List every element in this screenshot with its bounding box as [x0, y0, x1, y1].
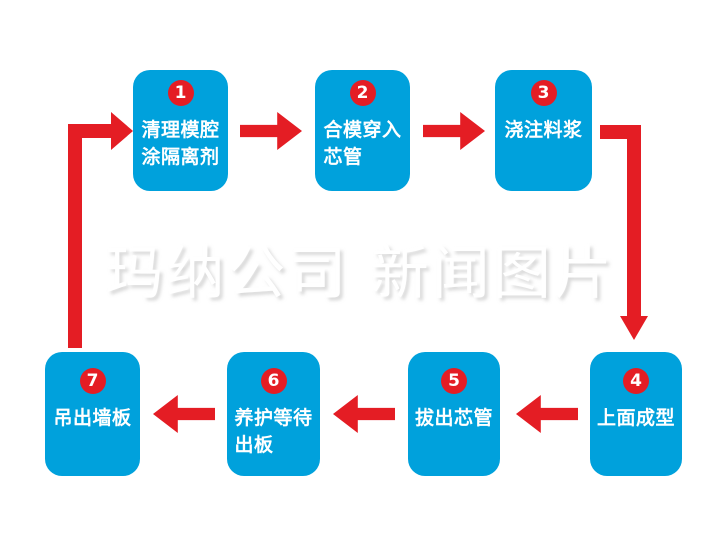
step-label-3-line-1: 浇注料浆 [504, 119, 583, 141]
step-label-6: 养护等待 出板 [234, 405, 312, 459]
step-label-2: 合模穿入 芯管 [323, 117, 401, 171]
arrow-step7-to-step1-horizontal-bar [68, 124, 111, 138]
step-box-4: 4 上面成型 [590, 352, 682, 476]
step-label-7: 吊出墙板 [53, 405, 131, 432]
step-label-5-line-1: 拔出芯管 [414, 407, 493, 429]
step-label-1: 清理模腔 涂隔离剂 [141, 117, 219, 171]
arrow-step6-to-step7-icon [153, 395, 215, 433]
step-number-badge-2: 2 [349, 80, 376, 106]
step-number-badge-4: 4 [623, 368, 649, 394]
step-number-badge-1: 1 [167, 80, 194, 106]
step-box-5: 5 拔出芯管 [408, 352, 500, 476]
step-label-7-line-1: 吊出墙板 [53, 407, 132, 429]
step-label-5: 拔出芯管 [415, 405, 493, 432]
step-box-6: 6 养护等待 出板 [227, 352, 320, 476]
step-number-badge-5: 5 [441, 368, 467, 394]
watermark-text: 玛纳公司 新闻图片 [105, 239, 615, 307]
arrow-step7-to-step1-arrowhead-right-icon [111, 112, 133, 150]
step-box-1: 1 清理模腔 涂隔离剂 [133, 70, 228, 191]
step-number-badge-3: 3 [530, 80, 557, 106]
step-label-1-line-1: 清理模腔 [141, 119, 220, 141]
arrow-step4-to-step5-icon [516, 395, 578, 433]
step-label-6-line-2: 出板 [234, 434, 274, 456]
step-box-3: 3 浇注料浆 [495, 70, 592, 191]
arrow-step3-to-step4-arrowhead-down-icon [620, 316, 648, 340]
arrow-step2-to-step3-icon [423, 112, 485, 150]
arrow-step1-to-step2-icon [240, 112, 302, 150]
arrow-step3-to-step4-vertical-bar [627, 125, 641, 316]
step-label-4-line-1: 上面成型 [596, 407, 675, 429]
step-box-2: 2 合模穿入 芯管 [315, 70, 410, 191]
step-label-6-line-1: 养护等待 [234, 407, 313, 429]
step-label-1-line-2: 涂隔离剂 [141, 146, 220, 168]
arrow-step5-to-step6-icon [333, 395, 395, 433]
step-label-2-line-2: 芯管 [323, 146, 363, 168]
step-label-4: 上面成型 [597, 405, 675, 432]
arrow-step7-to-step1-vertical-bar [68, 124, 82, 348]
step-label-3: 浇注料浆 [504, 117, 582, 144]
step-number-badge-7: 7 [79, 368, 106, 394]
step-number-badge-6: 6 [260, 368, 287, 394]
step-label-2-line-1: 合模穿入 [323, 119, 402, 141]
step-box-7: 7 吊出墙板 [45, 352, 140, 476]
